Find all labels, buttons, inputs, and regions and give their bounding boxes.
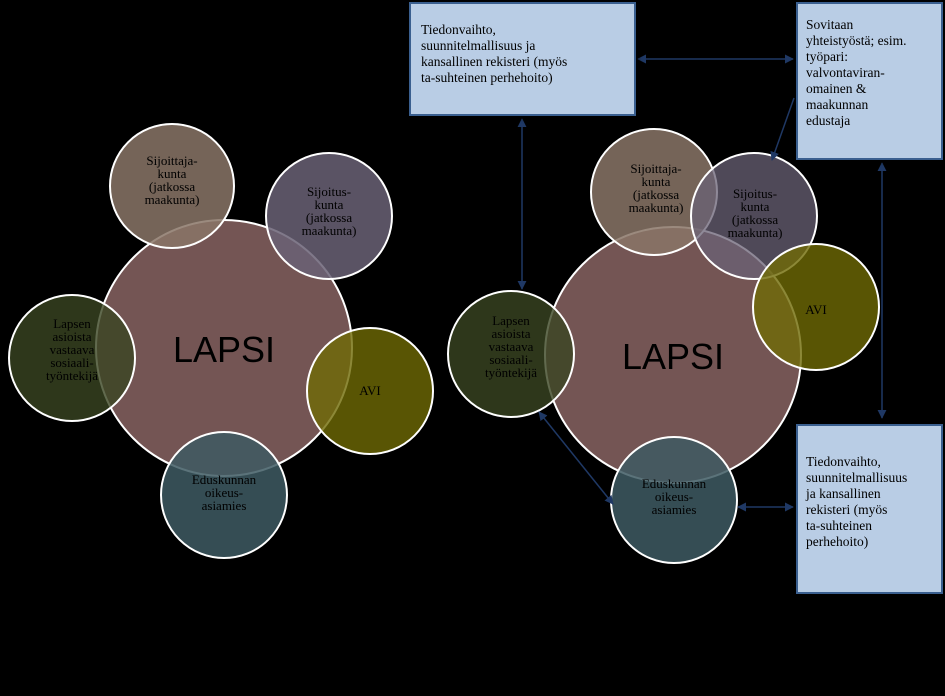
left-avi-circle [306,327,434,455]
left-lapsi-label: LAPSI [173,329,275,370]
right-sosiaalityontekija-circle [447,290,575,418]
left-sijoittajakunta-circle [109,123,235,249]
right-lapsi-label: LAPSI [622,336,724,377]
info-box-bottom-right: Tiedonvaihto, suunnitelmallisuus ja kans… [796,424,943,594]
right-avi-label: AVI [805,302,826,317]
info-box-top-right: Sovitaan yhteistyöstä; esim. työpari: va… [796,2,943,160]
info-box-top-center: Tiedonvaihto, suunnitelmallisuus ja kans… [409,2,636,116]
left-sosiaalityontekija-circle [8,294,136,422]
left-avi-label: AVI [359,383,380,398]
left-sijoituskunta-circle [265,152,393,280]
left-oikeusasiamies-circle [160,431,288,559]
right-sijoituskunta-circle [690,152,818,280]
connector-topright-to-sijoituskunta [770,97,795,161]
connectors [517,54,887,512]
connector-sosiaalityontekija-to-oikeusasiamies [538,411,614,505]
